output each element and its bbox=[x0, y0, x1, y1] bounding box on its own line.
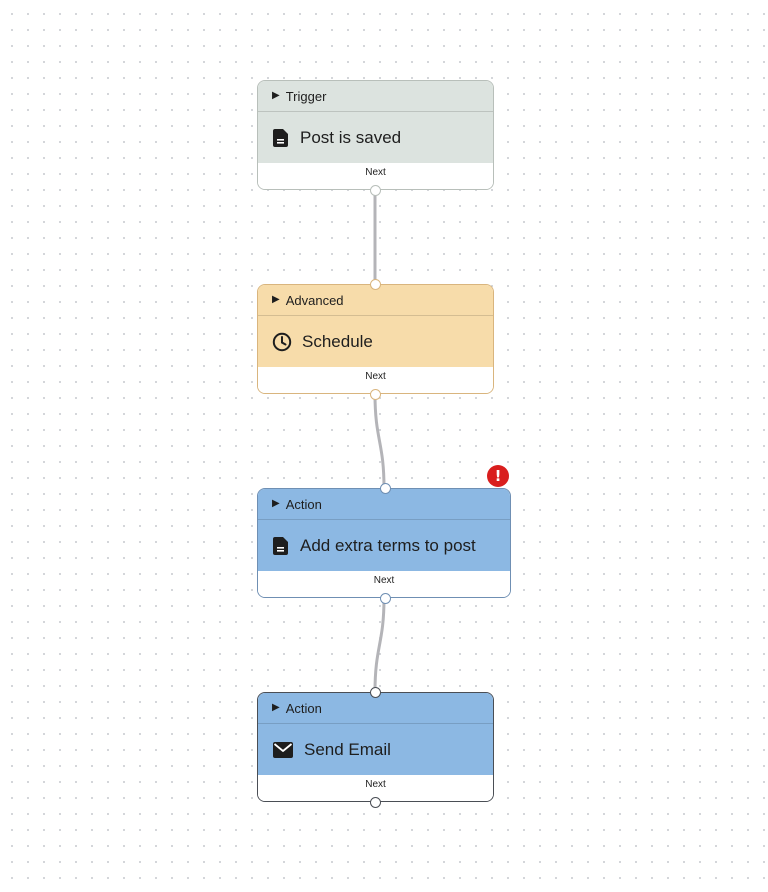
output-handle[interactable] bbox=[370, 388, 381, 400]
node-footer-next: Next bbox=[258, 163, 493, 189]
trigger-node-body[interactable]: Post is saved bbox=[258, 112, 493, 163]
advanced-node-header[interactable]: ▶ Advanced bbox=[258, 285, 493, 316]
node-category: Action bbox=[285, 700, 322, 716]
node-title: Add extra terms to post bbox=[300, 535, 476, 555]
node-title: Schedule bbox=[302, 331, 373, 351]
output-handle[interactable] bbox=[370, 796, 381, 808]
action-node-send-email[interactable]: ▶ Action Send Email Next bbox=[257, 686, 494, 808]
output-handle[interactable] bbox=[370, 184, 381, 196]
expand-caret-icon[interactable]: ▶ bbox=[272, 294, 280, 305]
edge-action-to-send-email[interactable] bbox=[373, 596, 386, 694]
error-alert-icon[interactable]: ! bbox=[487, 465, 509, 487]
clock-icon bbox=[272, 332, 292, 351]
trigger-node-header[interactable]: ▶ Trigger bbox=[258, 81, 493, 112]
error-symbol: ! bbox=[494, 467, 502, 485]
action-node-header[interactable]: ▶ Action bbox=[258, 693, 493, 724]
node-title: Send Email bbox=[304, 739, 391, 759]
node-category: Action bbox=[285, 496, 322, 512]
document-icon bbox=[273, 536, 288, 555]
envelope-icon bbox=[273, 741, 293, 758]
advanced-node-body[interactable]: Schedule bbox=[258, 316, 493, 367]
output-handle[interactable] bbox=[379, 592, 391, 604]
node-category: Advanced bbox=[285, 292, 344, 308]
action-node-body[interactable]: Send Email bbox=[258, 724, 493, 775]
expand-caret-icon[interactable]: ▶ bbox=[272, 702, 280, 713]
node-title: Post is saved bbox=[300, 127, 402, 147]
advanced-node[interactable]: ▶ Advanced Schedule Next bbox=[257, 278, 494, 400]
action-node-add-terms[interactable]: ▶ Action Add extra terms to post Next ! bbox=[257, 465, 511, 604]
edge-advanced-to-action[interactable] bbox=[373, 392, 386, 490]
action-node-header[interactable]: ▶ Action bbox=[258, 489, 510, 520]
expand-caret-icon[interactable]: ▶ bbox=[272, 90, 280, 101]
expand-caret-icon[interactable]: ▶ bbox=[272, 498, 280, 509]
input-handle[interactable] bbox=[370, 278, 381, 290]
input-handle[interactable] bbox=[379, 482, 391, 494]
trigger-node[interactable]: ▶ Trigger Post is saved Next bbox=[257, 80, 494, 196]
action-node-body[interactable]: Add extra terms to post bbox=[258, 520, 510, 571]
input-handle[interactable] bbox=[370, 686, 381, 698]
node-category: Trigger bbox=[285, 88, 327, 104]
document-icon bbox=[273, 128, 288, 147]
